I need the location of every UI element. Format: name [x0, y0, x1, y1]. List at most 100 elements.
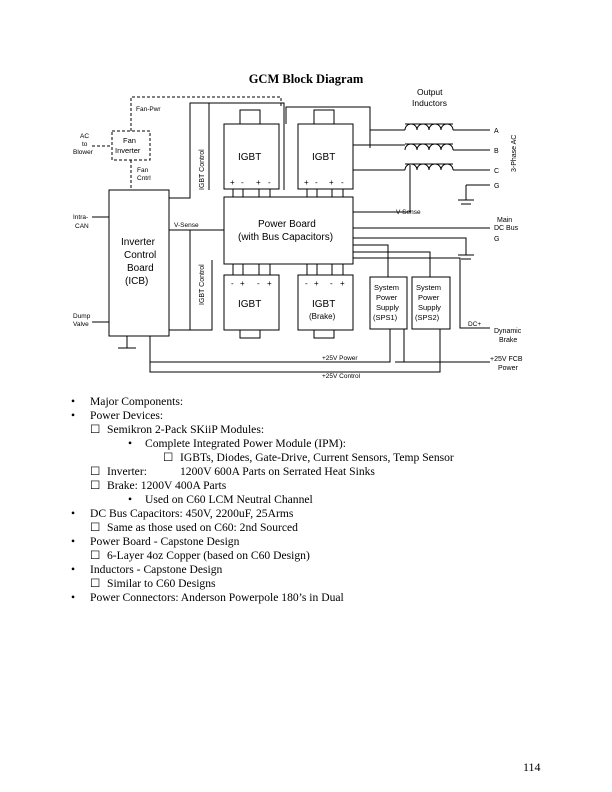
- igbt-control-bottom-label: IGBT Control: [199, 264, 206, 305]
- bullet-item: Same as those used on C60: 2nd Sourced: [107, 521, 298, 534]
- plus25-fcb-label-2: Power: [498, 365, 519, 372]
- bullet-marker: •: [71, 395, 76, 408]
- fan-cntrl-label-2: Cntrl: [137, 175, 151, 182]
- brake-label: (Brake): [309, 312, 336, 321]
- pm-top-7: +: [329, 178, 334, 187]
- bullet-item-detail: 1200V 600A Parts on Serrated Heat Sinks: [180, 465, 375, 478]
- fan-inverter-label: Fan: [123, 136, 136, 145]
- page-title: GCM Block Diagram: [248, 72, 364, 86]
- three-phase-ac-label: 3-Phase AC: [511, 135, 518, 172]
- igbt-top-right-label: IGBT: [312, 152, 335, 163]
- bullet-item: Brake: 1200V 400A Parts: [107, 479, 227, 492]
- bullet-item: DC Bus Capacitors: 450V, 2200uF, 25Arms: [90, 507, 294, 520]
- checkbox-icon: ☐: [90, 577, 101, 590]
- checkbox-icon: ☐: [90, 549, 101, 562]
- icb-label-4: (ICB): [125, 276, 148, 287]
- bullet-marker: •: [71, 591, 76, 604]
- icb-label-1: Inverter: [121, 237, 156, 248]
- dc-plus-label: DC+: [468, 321, 481, 328]
- pm-bot-1: -: [231, 279, 234, 288]
- bullet-item: Major Components:: [90, 395, 184, 408]
- igbt-bottom-right-label: IGBT: [312, 299, 335, 310]
- pm-top-2: -: [241, 178, 244, 187]
- power-board-label-2: (with Bus Capacitors): [238, 232, 333, 243]
- sps2-label-3: Supply: [418, 303, 441, 312]
- dump-valve-label-2: Valve: [73, 321, 89, 328]
- bullet-marker: •: [128, 493, 133, 506]
- phase-c-label: C: [494, 168, 499, 175]
- pm-bot-4: +: [267, 279, 272, 288]
- bullet-marker: •: [71, 507, 76, 520]
- output-inductors-label: Output: [417, 87, 443, 97]
- checkbox-icon: ☐: [90, 479, 101, 492]
- power-board-label: Power Board: [258, 219, 316, 230]
- igbt-control-top-label: IGBT Control: [199, 149, 206, 190]
- bullet-marker: •: [71, 535, 76, 548]
- sps2-label-4: (SPS2): [415, 313, 440, 322]
- checkbox-icon: ☐: [90, 521, 101, 534]
- bullet-marker: •: [71, 563, 76, 576]
- bullet-item: Used on C60 LCM Neutral Channel: [145, 493, 313, 506]
- checkbox-icon: ☐: [163, 451, 174, 464]
- bullet-item: Inductors - Capstone Design: [90, 563, 223, 576]
- intra-can-label: Intra-: [73, 214, 88, 221]
- bullet-item: Power Board - Capstone Design: [90, 535, 240, 548]
- fan-pwr-label: Fan-Pwr: [136, 106, 161, 113]
- main-dc-bus-label: Main: [497, 217, 512, 224]
- icb-label-2: Control: [124, 250, 156, 261]
- plus25-fcb-label: +25V FCB: [490, 356, 523, 363]
- fan-cntrl-label: Fan: [137, 167, 149, 174]
- pm-top-8: -: [341, 178, 344, 187]
- pm-bot-5: -: [305, 279, 308, 288]
- bullet-marker: •: [128, 437, 133, 450]
- fan-inverter-label-2: Inverter: [115, 146, 141, 155]
- plus25-power-label: +25V Power: [322, 355, 358, 362]
- pm-top-1: +: [230, 178, 235, 187]
- igbt-bottom-left-label: IGBT: [238, 299, 261, 310]
- main-dc-bus-label-2: DC Bus: [494, 225, 519, 232]
- checkbox-icon: ☐: [90, 465, 101, 478]
- bullet-item: Power Connectors: Anderson Powerpole 180…: [90, 591, 344, 604]
- bullet-item: 6-Layer 4oz Copper (based on C60 Design): [107, 549, 310, 562]
- to-label: to: [82, 141, 88, 148]
- sps1-label-3: Supply: [376, 303, 399, 312]
- igbt-top-left-label: IGBT: [238, 152, 261, 163]
- v-sense-left-label: V-Sense: [174, 222, 199, 229]
- bullet-item: Complete Integrated Power Module (IPM):: [145, 437, 346, 450]
- bullet-item: Semikron 2-Pack SKiiP Modules:: [107, 423, 265, 436]
- dynamic-brake-label-2: Brake: [499, 337, 517, 344]
- bullet-item: Power Devices:: [90, 409, 164, 422]
- sps2-label-1: System: [416, 283, 441, 292]
- pm-top-5: +: [304, 178, 309, 187]
- pm-top-3: +: [256, 178, 261, 187]
- ground-label-top: G: [494, 183, 499, 190]
- phase-a-label: A: [494, 128, 499, 135]
- phase-b-label: B: [494, 148, 499, 155]
- pm-top-4: -: [268, 178, 271, 187]
- bullet-item: Inverter:: [107, 465, 147, 478]
- pm-bot-6: +: [314, 279, 319, 288]
- plus25-control-label: +25V Control: [322, 373, 361, 380]
- bullet-item: Similar to C60 Designs: [107, 577, 216, 590]
- v-sense-right-label: V-Sense: [396, 209, 421, 216]
- intra-can-label-2: CAN: [75, 223, 89, 230]
- pm-bot-7: -: [330, 279, 333, 288]
- icb-label-3: Board: [127, 263, 154, 274]
- bullet-marker: •: [71, 409, 76, 422]
- pm-bot-2: +: [240, 279, 245, 288]
- blower-label: Blower: [73, 149, 94, 156]
- sps1-label-2: Power: [376, 293, 398, 302]
- sps1-label-4: (SPS1): [373, 313, 398, 322]
- output-inductors-label-2: Inductors: [412, 98, 447, 108]
- page-number: 114: [523, 760, 541, 774]
- sps2-label-2: Power: [418, 293, 440, 302]
- dump-valve-label: Dump: [73, 313, 91, 320]
- pm-bot-8: +: [340, 279, 345, 288]
- bullet-item: IGBTs, Diodes, Gate-Drive, Current Senso…: [180, 451, 454, 464]
- sps1-label-1: System: [374, 283, 399, 292]
- ac-label: AC: [80, 133, 89, 140]
- ground-label-bus: G: [494, 236, 499, 243]
- pm-top-6: -: [315, 178, 318, 187]
- checkbox-icon: ☐: [90, 423, 101, 436]
- pm-bot-3: -: [257, 279, 260, 288]
